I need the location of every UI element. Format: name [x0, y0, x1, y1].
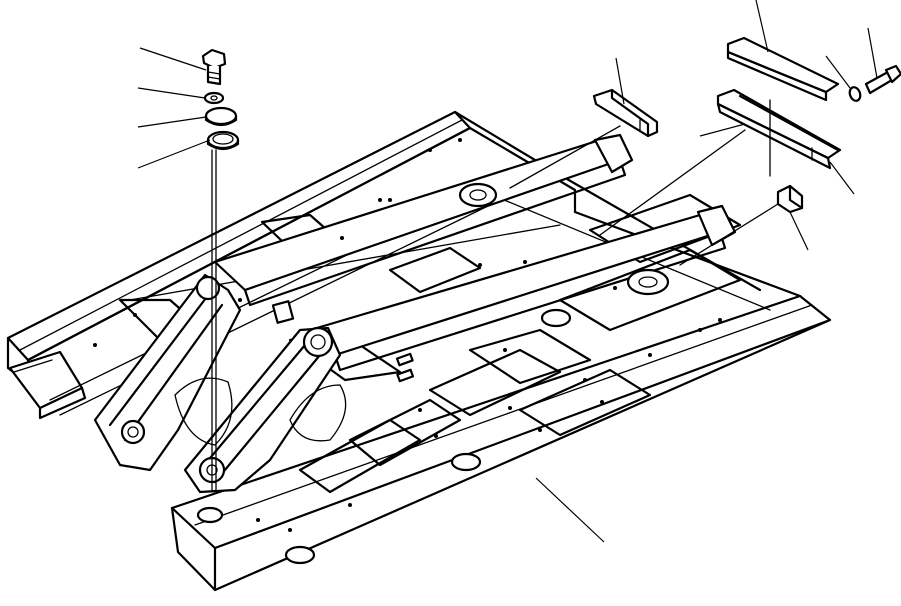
washer-icon	[203, 91, 225, 105]
hex-bolt-icon	[201, 48, 227, 86]
channel-icon	[716, 88, 842, 170]
block-icon	[776, 184, 804, 214]
ring-icon	[206, 130, 240, 151]
bracket-icon	[592, 88, 659, 138]
disc-icon	[204, 106, 238, 127]
bar-icon	[726, 36, 840, 102]
leader-lines	[137, 0, 878, 543]
hex-bolt-icon	[864, 64, 901, 95]
washer-icon	[848, 86, 862, 102]
main-frame	[6, 110, 832, 592]
